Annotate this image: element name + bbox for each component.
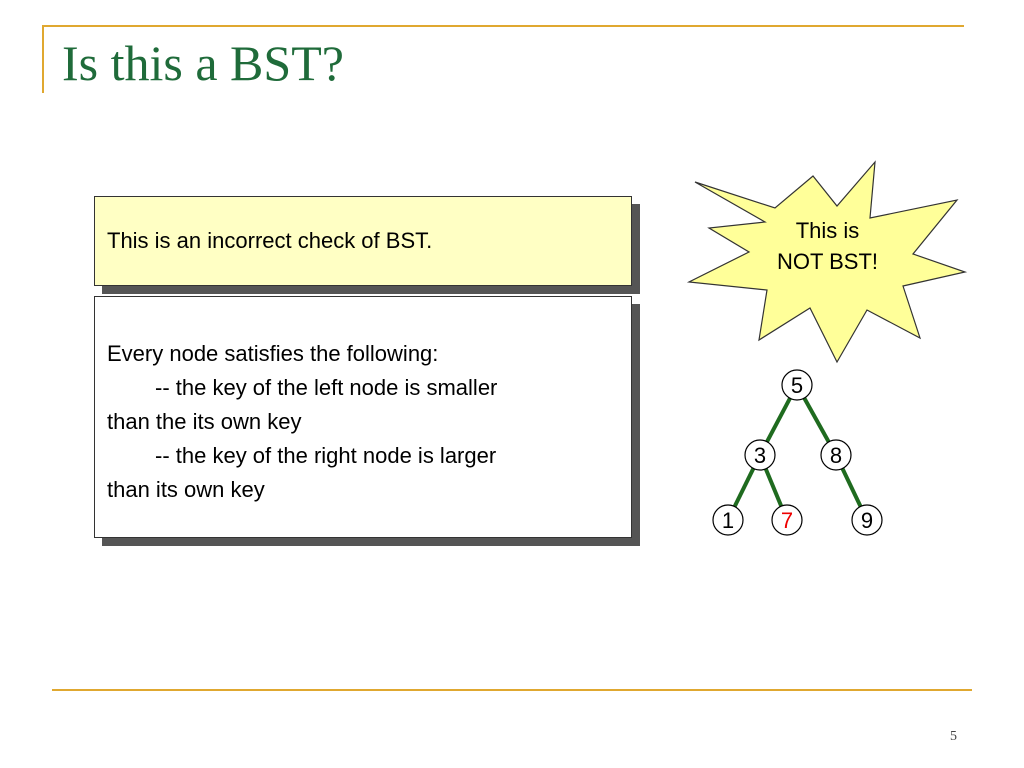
- rule-line-3: than the its own key: [107, 409, 302, 434]
- starburst-line-2: NOT BST!: [776, 249, 879, 274]
- tree-node-9: 9: [851, 504, 883, 536]
- rule-line-1: Every node satisfies the following:: [107, 341, 439, 366]
- rule-box: Every node satisfies the following: -- t…: [94, 296, 632, 538]
- top-rule: [42, 25, 964, 27]
- tree-node-label: 1: [722, 508, 734, 533]
- tree-node-3: 3: [744, 439, 776, 471]
- tree-node-label: 9: [861, 508, 873, 533]
- note-box-text: This is an incorrect check of BST.: [107, 228, 433, 253]
- starburst-label: This is NOT BST!: [750, 215, 905, 277]
- starburst-line-1: This is: [795, 218, 860, 243]
- tree-node-label: 3: [754, 443, 766, 468]
- binary-tree-svg: 5 3 8 1 7 9: [712, 369, 883, 536]
- bottom-rule: [52, 689, 972, 691]
- note-box: This is an incorrect check of BST.: [94, 196, 632, 286]
- binary-tree: 5 3 8 1 7 9: [690, 360, 890, 550]
- rule-line-5: than its own key: [107, 477, 265, 502]
- tree-node-5: 5: [781, 369, 813, 401]
- page-number: 5: [950, 729, 957, 744]
- tree-node-1: 1: [712, 504, 744, 536]
- tree-node-7: 7: [771, 504, 803, 536]
- starburst-shape: [686, 160, 968, 364]
- tree-node-8: 8: [820, 439, 852, 471]
- rule-line-4: -- the key of the right node is larger: [155, 443, 497, 468]
- tree-node-label: 7: [781, 508, 793, 533]
- starburst-callout: [685, 160, 970, 365]
- tree-node-label: 8: [830, 443, 842, 468]
- left-rule: [42, 25, 44, 93]
- rule-line-2: -- the key of the left node is smaller: [155, 375, 498, 400]
- slide-title: Is this a BST?: [62, 35, 344, 91]
- tree-node-label: 5: [791, 373, 803, 398]
